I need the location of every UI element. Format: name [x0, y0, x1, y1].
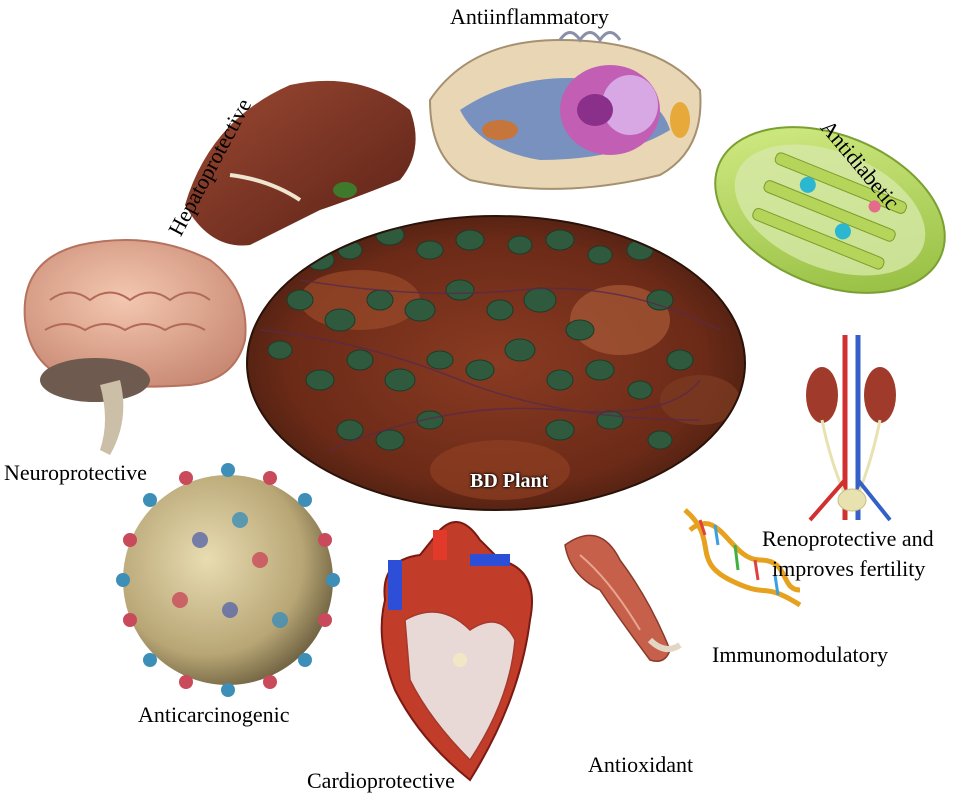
label-renoprotective-line1: Renoprotective and: [762, 526, 934, 551]
label-bd-plant: BD Plant: [470, 470, 549, 492]
label-renoprotective-line2: improves fertility: [772, 556, 926, 581]
dna-icon: [683, 508, 802, 608]
brain-icon: [23, 239, 247, 455]
label-immunomodulatory: Immunomodulatory: [712, 642, 888, 667]
cell-icon: [428, 31, 702, 190]
plant-photo: [246, 215, 746, 511]
kidney-icon: [806, 335, 896, 522]
label-anticarcinogenic: Anticarcinogenic: [138, 702, 290, 727]
label-neuroprotective: Neuroprotective: [4, 460, 147, 485]
virus-icon: [116, 463, 340, 697]
label-antioxidant: Antioxidant: [588, 752, 694, 777]
mitochondrion-icon: [714, 126, 946, 294]
label-antiinflammatory: Antiinflammatory: [450, 4, 609, 29]
liver-icon: [185, 80, 416, 246]
heart-icon: [380, 521, 533, 782]
muscle-icon: [564, 534, 682, 662]
label-cardioprotective: Cardioprotective: [307, 768, 455, 793]
